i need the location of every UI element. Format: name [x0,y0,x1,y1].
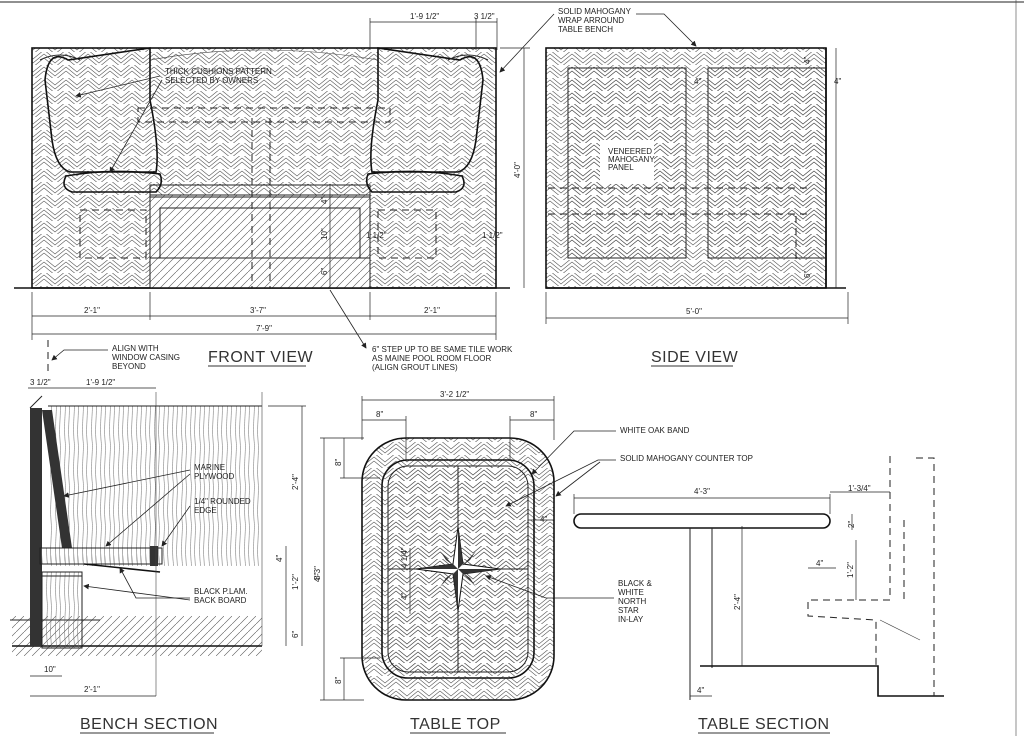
note-band: WHITE OAK BAND [620,426,690,435]
side-dim-bottom: 6" [803,271,812,278]
tsec-dim-top-th: 2" [847,521,856,528]
left-seat-cushion [63,170,163,193]
tsec-dim-overhang: 1'-3/4" [848,484,871,493]
front-dim-seat-b: 10" [320,228,329,240]
bench-back-board [30,408,42,646]
front-dim-inset-r: 1 1/2" [482,231,503,240]
side-dim-mid: 4" [694,77,701,86]
table-section: 4'-3" 1'-3/4" 2" 2'-4" 4" 1'-2" 4" TABLE… [573,456,944,734]
bench-section-title: BENCH SECTION [80,716,218,733]
bench-dim-overall: 4'-3" [313,566,322,582]
bench-dim-top-b: 1'-9 1/2" [86,378,115,387]
tsec-dim-seat-step: 4" [816,559,823,568]
front-view-title: FRONT VIEW [208,349,314,366]
note-backboard: BLACK P.LAM. BACK BOARD [194,587,250,605]
note-step: 6" STEP UP TO BE SAME TILE WORK AS MAINE… [372,345,515,372]
side-dim-right: 4" [834,77,841,86]
tsec-dim-seat-h: 1'-2" [846,562,855,578]
table-top: 3'-2 1/2" 8" 8" 8" 8" 8" 4 1/4" 4" 4" WH… [313,390,753,734]
note-wrap: SOLID MAHOGANY WRAP ARROUND TABLE BENCH [558,7,633,34]
north-star-inlay [415,526,501,612]
table-top-title: TABLE TOP [410,716,501,733]
left-back-cushion [44,47,158,173]
front-dim-right: 2'-1" [424,306,440,315]
front-dim-top-b: 3 1/2" [474,12,495,21]
counter-top-section [573,513,831,529]
side-view-title: SIDE VIEW [651,349,739,366]
tabletop-dim-star-w: 4 1/4" [400,547,409,568]
front-dim-seat-a: 4" [320,197,329,204]
bench-dim-toe: 10" [44,665,56,674]
tabletop-dim-width: 3'-2 1/2" [440,390,469,399]
bench-section: 3 1/2" 1'-9 1/2" 2'-4" 4'-3" 4" 1'-2" 6"… [10,378,322,734]
side-dim-top: 4" [803,57,812,64]
table-section-title: TABLE SECTION [698,716,830,733]
tabletop-dim-band: 4" [540,515,547,524]
tabletop-dim-corner-b: 8" [334,677,343,684]
bench-dim-top-a: 3 1/2" [30,378,51,387]
note-star: BLACK & WHITE NORTH STAR IN-LAY [618,579,654,624]
front-view: 1'-9 1/2" 3 1/2" 4'-0" 4" 10" 6" 1 1/2" … [14,7,697,372]
tsec-dim-height: 2'-4" [733,594,742,610]
tabletop-dim-corner-r: 8" [530,410,537,419]
bench-dim-base: 6" [291,631,300,638]
side-view: VENEERED MAHOGANY PANEL 4" 4" 4" 6" 5'-0… [545,47,849,367]
tsec-dim-length: 4'-3" [694,487,710,496]
note-panel: VENEERED MAHOGANY PANEL [608,147,657,172]
right-seat-cushion [365,170,465,193]
note-cushion: THICK CUSHIONS PATTERN SELECTED BY OWNER… [165,67,274,85]
note-plywood: MARINE PLYWOOD [194,463,235,481]
front-dim-overall: 7'-9" [256,324,272,333]
front-dim-seat-c: 6" [320,268,329,275]
front-dim-middle: 3'-7" [250,306,266,315]
front-dim-height: 4'-0" [513,162,522,178]
front-dim-top-a: 1'-9 1/2" [410,12,439,21]
right-back-cushion [370,47,484,173]
white-oak-band [381,459,535,679]
front-dim-inset-l: 1 1/2" [366,231,387,240]
tabletop-dim-overall-dup: 8" [313,573,322,580]
bench-back-wall [48,406,262,566]
tsec-dim-base: 4" [697,686,704,695]
note-edge: 1/4" ROUNDED EDGE [194,497,253,515]
bench-dim-seat-h: 1'-2" [291,574,300,590]
note-counter: SOLID MAHOGANY COUNTER TOP [620,454,753,463]
note-align: ALIGN WITH WINDOW CASING BEYOND [112,344,182,371]
tabletop-dim-star-h: 4" [400,593,409,600]
bench-dim-back: 2'-4" [291,474,300,490]
tabletop-dim-corner-l: 8" [376,410,383,419]
bench-dim-depth: 2'-1" [84,685,100,694]
front-dim-left: 2'-1" [84,306,100,315]
bench-dim-seat: 4" [275,555,284,562]
side-dim-width: 5'-0" [686,307,702,316]
tabletop-dim-corner-t: 8" [334,459,343,466]
